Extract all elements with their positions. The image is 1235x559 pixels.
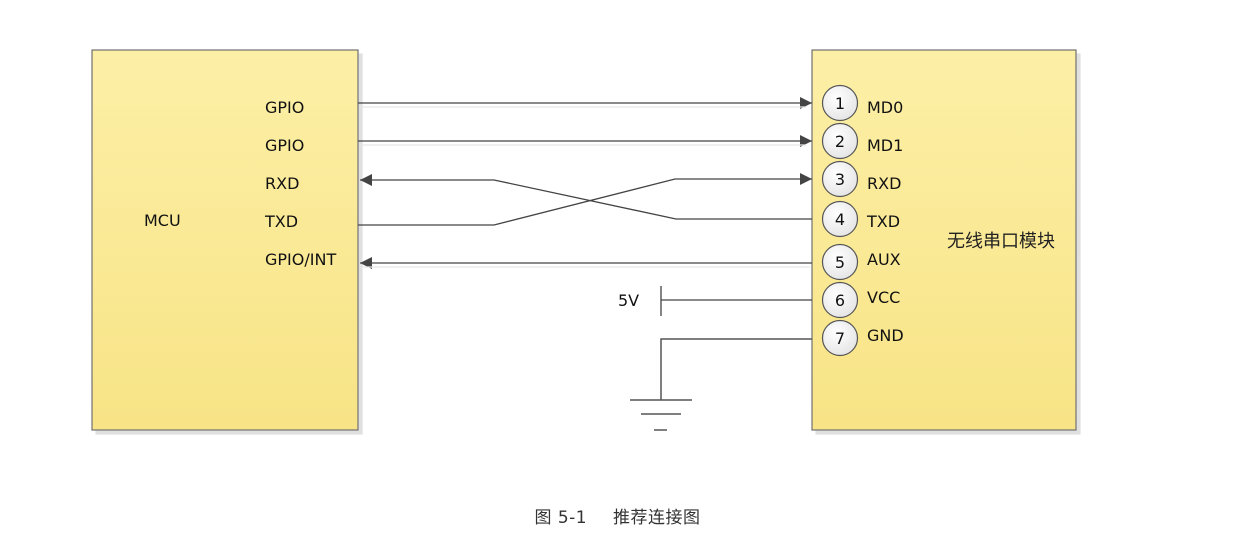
mcu-pin-rxd: RXD: [265, 174, 299, 193]
pin-number: 5: [835, 253, 845, 272]
module-pin-2: 2 MD1: [821, 122, 903, 160]
mcu-pin-gpio-1: GPIO: [265, 98, 304, 117]
wire-shadows: [360, 106, 810, 268]
pin-label: MD1: [867, 136, 903, 155]
module-pin-5: 5 AUX: [821, 243, 901, 281]
pin-label: AUX: [867, 250, 901, 269]
pin-label: MD0: [867, 98, 903, 117]
module-pin-3: 3 RXD: [821, 160, 901, 198]
pin-label: TXD: [866, 212, 900, 231]
figure-caption: 图 5-1 推荐连接图: [0, 503, 1235, 528]
module-block: 无线串口模块: [811, 49, 1077, 431]
wire-module-txd-to-rxd: [360, 174, 812, 220]
power-5v: 5V: [618, 286, 812, 316]
figure-title: 推荐连接图: [613, 508, 701, 528]
mcu-pin-gpio-2: GPIO: [265, 136, 304, 155]
ground-symbol: [630, 338, 812, 431]
pin-number: 2: [835, 132, 845, 151]
pin-label: VCC: [867, 288, 900, 307]
pin-number: 1: [835, 94, 845, 113]
module-pin-1: 1 MD0: [821, 84, 903, 122]
figure-number: 图 5-1: [534, 508, 588, 528]
module-label: 无线串口模块: [947, 231, 1055, 252]
module-pin-6: 6 VCC: [821, 281, 900, 319]
pin-number: 4: [835, 210, 845, 229]
wires: [358, 97, 812, 269]
module-pin-4: 4 TXD: [821, 200, 900, 238]
pin-label: GND: [867, 326, 904, 345]
power-label: 5V: [618, 291, 639, 310]
module-pin-7: 7 GND: [821, 319, 904, 357]
mcu-label: MCU: [144, 211, 181, 230]
pin-number: 7: [835, 329, 845, 348]
module-pins: 1 MD0 2 MD1 3 RXD 4 TXD 5 AUX 6 VCC: [821, 84, 904, 357]
pin-number: 6: [835, 291, 845, 310]
pin-number: 3: [835, 170, 845, 189]
mcu-pin-gpio-int: GPIO/INT: [265, 250, 336, 269]
pin-label: RXD: [867, 174, 901, 193]
mcu-pin-txd: TXD: [264, 212, 298, 231]
mcu-block: MCU GPIO GPIO RXD TXD GPIO/INT: [91, 49, 359, 431]
wire-txd-to-module-rxd: [358, 173, 812, 226]
